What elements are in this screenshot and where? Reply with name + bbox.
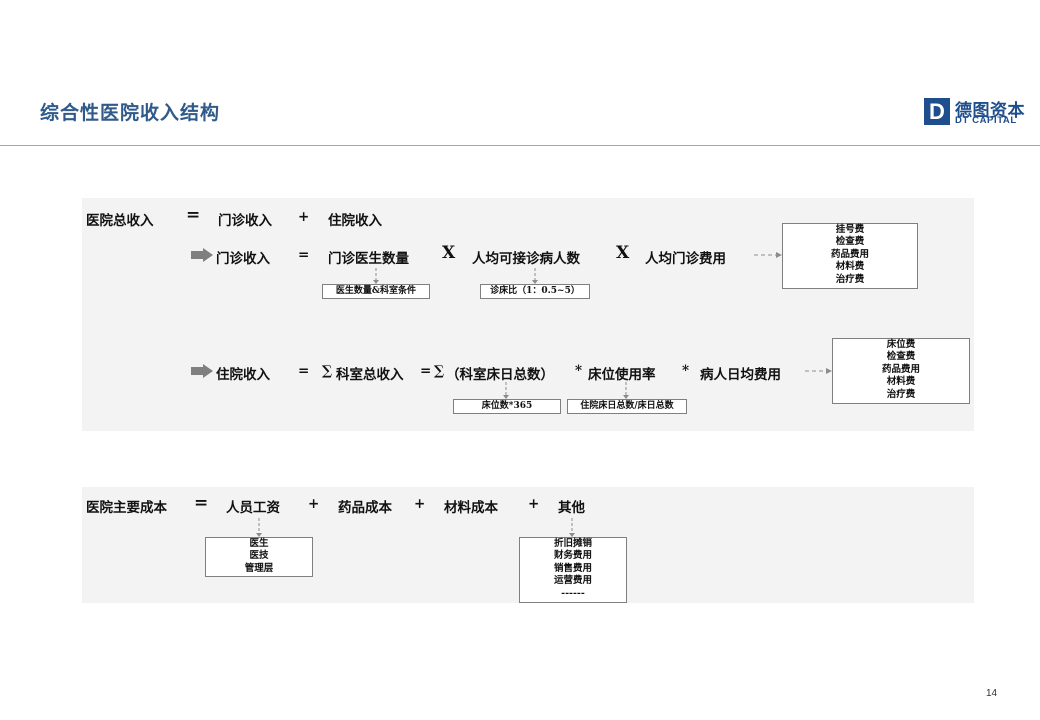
outpatient-note-bed-ratio: 诊床比（1：0.5~5） [480, 284, 590, 299]
outpatient-arrow-icon [191, 248, 213, 262]
list-item: 折旧摊销 [553, 538, 592, 549]
inpatient-note-beds: 床位数*365 [453, 399, 561, 414]
total-revenue-part2: 住院收入 [328, 213, 382, 229]
outpatient-equals: = [298, 247, 310, 263]
outpatient-times-2: X [616, 243, 630, 263]
cost-plus-3: + [528, 496, 540, 512]
list-item: 材料费 [886, 376, 916, 388]
cost-label: 医院主要成本 [86, 500, 167, 516]
total-revenue-equals: = [186, 205, 201, 225]
list-item: ------ [561, 587, 585, 599]
inpatient-equals-2: = [420, 363, 432, 379]
inpatient-arrow-icon [191, 364, 213, 378]
page-number: 14 [986, 688, 998, 699]
list-item: 管理层 [244, 562, 274, 574]
list-item: 医技 [249, 550, 269, 562]
list-item: 药品费用 [830, 248, 869, 260]
inpatient-term-dept-revenue: 科室总收入 [336, 367, 404, 383]
inpatient-term-daily-fee: 病人日均费用 [700, 367, 781, 383]
cost-plus-2: + [414, 496, 426, 512]
outpatient-fee-list: 挂号费 检查费 药品费用 材料费 治疗费 [782, 223, 918, 289]
logo-english-name: DT CAPITAL [955, 115, 1017, 126]
total-revenue-label: 医院总收入 [86, 213, 154, 229]
header-divider [0, 145, 1040, 146]
outpatient-times-1: X [442, 243, 456, 263]
inpatient-term-bed-usage: 床位使用率 [588, 367, 656, 383]
inpatient-sum-2: ∑ [434, 363, 445, 379]
outpatient-term-doctors: 门诊医生数量 [328, 251, 409, 267]
cost-term-other: 其他 [558, 500, 585, 516]
inpatient-star-1: * [575, 363, 583, 379]
list-item: 财务费用 [553, 550, 592, 562]
list-item: 治疗费 [886, 388, 916, 400]
inpatient-label: 住院收入 [216, 367, 270, 383]
cost-equals: = [194, 493, 209, 513]
inpatient-sum-1: ∑ [322, 363, 333, 379]
cost-plus-1: + [308, 496, 320, 512]
list-item: 检查费 [886, 351, 916, 363]
inpatient-term-bed-days: （科室床日总数） [446, 367, 554, 383]
outpatient-label: 门诊收入 [216, 251, 270, 267]
list-item: 销售费用 [553, 562, 592, 574]
list-item: 运营费用 [553, 575, 592, 587]
list-item: 检查费 [835, 236, 865, 248]
outpatient-term-patients: 人均可接诊病人数 [472, 251, 580, 267]
logo-mark-icon: D [924, 98, 950, 125]
total-revenue-part1: 门诊收入 [218, 213, 272, 229]
list-item: 医生 [249, 538, 269, 549]
cost-term-drugs: 药品成本 [338, 500, 392, 516]
list-item: 床位费 [886, 339, 916, 350]
cost-term-materials: 材料成本 [444, 500, 498, 516]
cost-term-salary: 人员工资 [226, 500, 280, 516]
list-item: 挂号费 [835, 224, 865, 235]
inpatient-fee-list: 床位费 检查费 药品费用 材料费 治疗费 [832, 338, 970, 404]
list-item: 治疗费 [835, 273, 865, 285]
company-logo: D 德图资本 DT CAPITAL [924, 98, 1025, 128]
cost-staff-list: 医生 医技 管理层 [205, 537, 313, 577]
inpatient-equals: = [298, 363, 310, 379]
list-item: 材料费 [835, 261, 865, 273]
logo-chinese-name: 德图资本 [955, 101, 1025, 121]
inpatient-star-2: * [682, 363, 690, 379]
inpatient-note-bed-ratio: 住院床日总数/床日总数 [567, 399, 687, 414]
outpatient-note-doctors: 医生数量&科室条件 [322, 284, 430, 299]
list-item: 药品费用 [881, 363, 920, 375]
outpatient-term-fee: 人均门诊费用 [645, 251, 726, 267]
cost-other-list: 折旧摊销 财务费用 销售费用 运营费用 ------ [519, 537, 627, 603]
total-revenue-plus: + [298, 209, 310, 225]
page-title: 综合性医院收入结构 [40, 102, 221, 124]
